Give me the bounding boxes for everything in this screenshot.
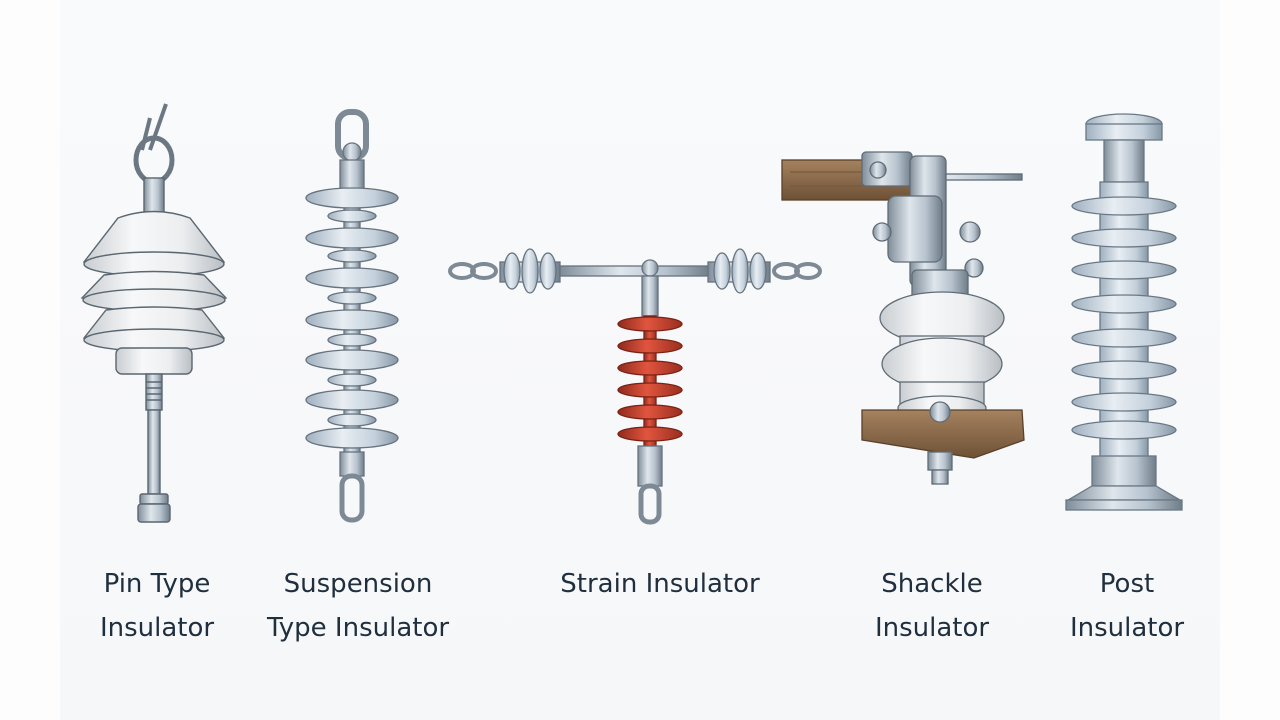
- label-post-line1: Post: [1099, 569, 1155, 599]
- label-suspension-type-insulator: Suspension Type Insulator: [238, 562, 478, 650]
- label-pin-line1: Pin Type: [103, 569, 211, 599]
- label-shackle-line2: Insulator: [874, 613, 990, 643]
- strain-insulator: [448, 248, 822, 525]
- label-pin-type-insulator: Pin Type Insulator: [37, 562, 277, 650]
- shackle-insulator: [781, 151, 1025, 485]
- label-strain-line1: Strain Insulator: [560, 569, 760, 599]
- label-shackle-insulator: Shackle Insulator: [812, 562, 1052, 650]
- label-pin-line2: Insulator: [99, 613, 215, 643]
- suspension-type-insulator: [305, 109, 399, 523]
- post-insulator: [1065, 113, 1183, 511]
- label-suspension-line1: Suspension: [283, 569, 433, 599]
- diagram-panel: [60, 0, 1220, 720]
- label-suspension-line2: Type Insulator: [266, 613, 450, 643]
- label-post-line2: Insulator: [1069, 613, 1185, 643]
- label-shackle-line1: Shackle: [881, 569, 983, 599]
- label-strain-insulator: Strain Insulator: [540, 562, 780, 606]
- pin-type-insulator: [80, 103, 228, 523]
- label-post-insulator: Post Insulator: [1007, 562, 1247, 650]
